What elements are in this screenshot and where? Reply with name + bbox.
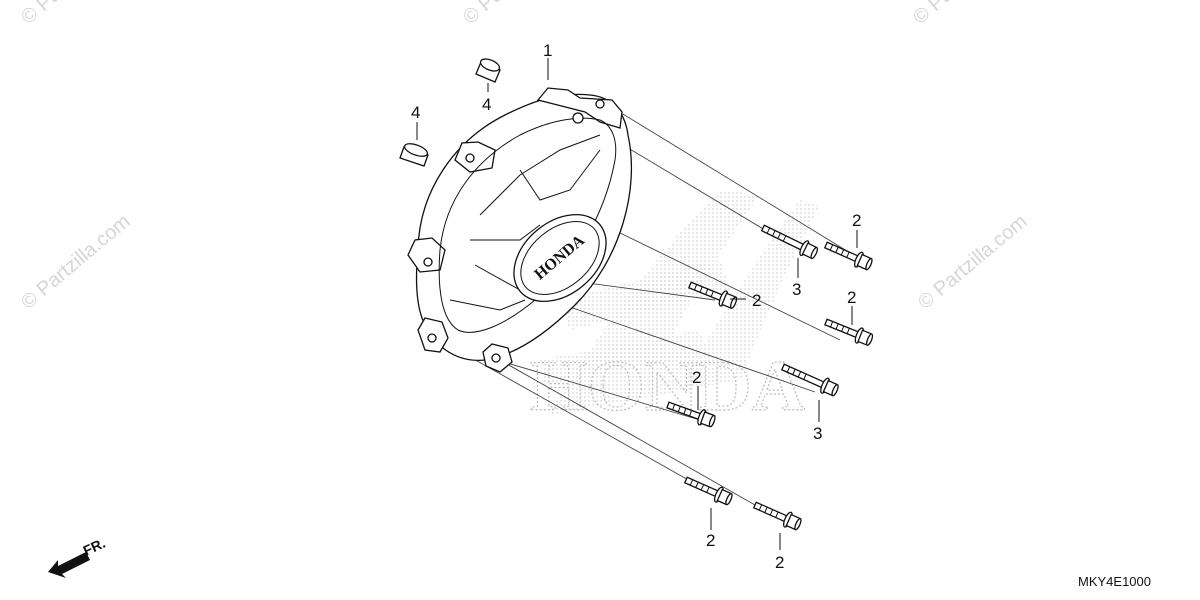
callout-bolt: 2 [775,553,784,572]
diagram-code: MKY4E1000 [1078,574,1151,589]
watermark-text: © Partzilla.com [459,0,576,29]
callout-bolt-long: 3 [813,424,822,443]
callout-cover: 1 [543,41,552,60]
flange-bolt[interactable] [682,472,735,508]
flange-bolt[interactable] [822,237,875,273]
callout-bolt: 2 [692,368,701,387]
callout-bolt-long: 3 [792,280,801,299]
callout-dowel: 4 [482,95,491,114]
flange-bolt[interactable] [751,497,804,533]
flange-bolt[interactable] [822,313,876,349]
callout-bolt: 2 [852,211,861,230]
honda-brand-watermark: HONDA [530,346,805,426]
callout-bolt: 2 [706,531,715,550]
callout-bolt: 2 [847,288,856,307]
callout-dowel: 4 [411,103,420,122]
dowel-pin[interactable] [475,57,501,83]
watermark-text: © Partzilla.com [17,0,134,29]
front-direction-arrow: FR. [48,535,108,578]
watermark-text: © Partzilla.com [909,0,1026,29]
callout-leaders [547,58,858,550]
honda-wing-watermark: HONDA [529,190,820,427]
dowel-pin[interactable] [399,141,429,167]
watermark-text: © Partzilla.com [17,210,134,313]
front-direction-label: FR. [81,535,108,559]
generator-cover[interactable]: HONDA [407,87,633,373]
watermark-text: © Partzilla.com [914,210,1031,313]
callout-bolt: 2 [752,291,761,310]
